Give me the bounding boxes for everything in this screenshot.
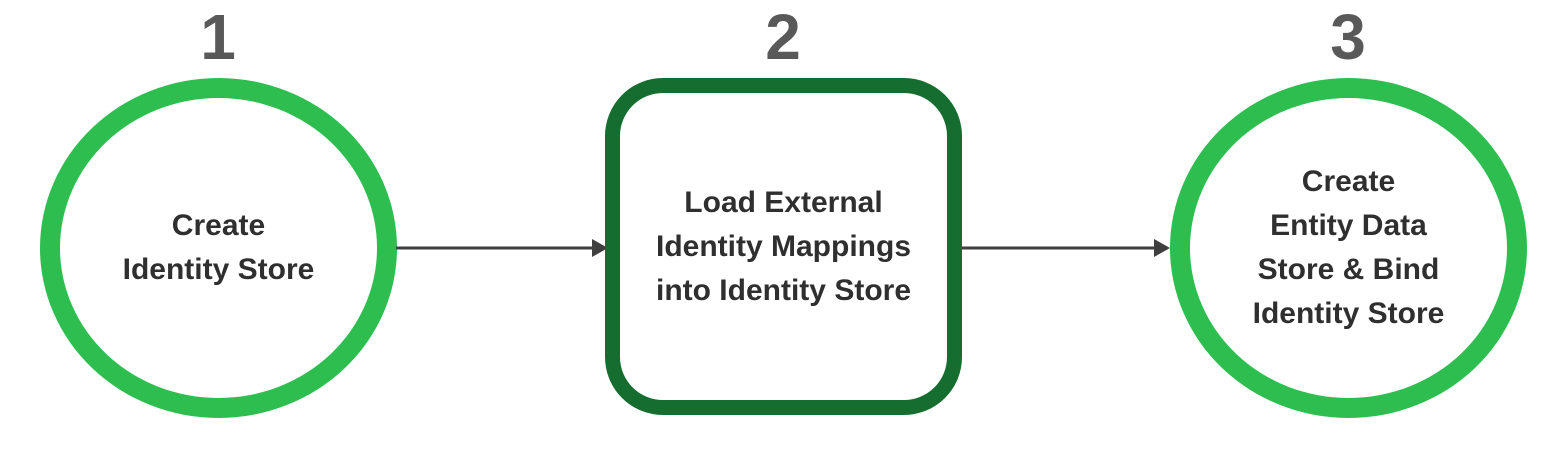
step-3: 3 Create Entity Data Store & Bind Identi… bbox=[1170, 0, 1527, 418]
step-3-label: Create Entity Data Store & Bind Identity… bbox=[1252, 165, 1445, 330]
step-1-label: Create Identity Store bbox=[122, 209, 315, 286]
step-2-number: 2 bbox=[765, 1, 802, 73]
step-1: 1 Create Identity Store bbox=[40, 0, 397, 418]
step-2-label: Load External Identity Mappings into Ide… bbox=[656, 185, 911, 307]
arrow-step1-to-step2-icon bbox=[396, 239, 608, 257]
step-3-circle-shape: Create Entity Data Store & Bind Identity… bbox=[1170, 78, 1527, 418]
step-2: 2 Load External Identity Mappings into I… bbox=[605, 0, 962, 415]
step-1-circle-shape: Create Identity Store bbox=[40, 78, 397, 418]
step-2-rounded-square-shape: Load External Identity Mappings into Ide… bbox=[605, 78, 962, 415]
arrow-step2-to-step3-icon bbox=[962, 239, 1170, 257]
step-1-number: 1 bbox=[200, 1, 237, 73]
step-3-number: 3 bbox=[1330, 1, 1367, 73]
